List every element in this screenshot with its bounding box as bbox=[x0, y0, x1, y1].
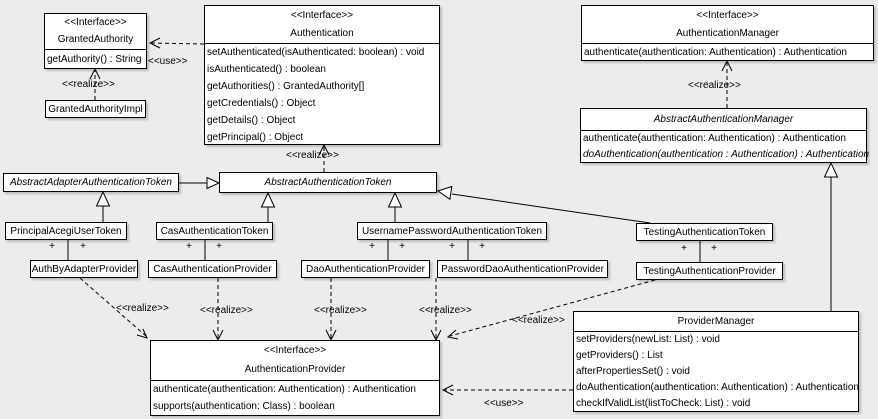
method-label: authenticate(authentication: Authenticat… bbox=[583, 133, 846, 144]
class-name: AuthenticationProvider bbox=[244, 364, 346, 375]
class-name: AbstractAuthenticationManager bbox=[653, 114, 794, 125]
realize-label: <<realize>> bbox=[688, 80, 741, 91]
class-name: PasswordDaoAuthenticationProvider bbox=[441, 263, 604, 275]
class-username-password-authentication-token[interactable]: UsernamePasswordAuthenticationToken bbox=[357, 222, 547, 240]
class-password-dao-authentication-provider[interactable]: PasswordDaoAuthenticationProvider bbox=[437, 260, 608, 278]
arrow-open-realize-ap-cas bbox=[212, 329, 224, 342]
assoc-plus: + bbox=[399, 241, 405, 252]
method-label: isAuthenticated() : boolean bbox=[207, 64, 326, 75]
arrow-open-realize-ap-dao bbox=[325, 329, 337, 342]
assoc-plus: + bbox=[49, 241, 55, 252]
arrow-triangle-token-testing bbox=[436, 185, 453, 201]
assoc-plus: + bbox=[80, 241, 86, 252]
method-label: checkIfValidList(listToCheck: List) : vo… bbox=[576, 398, 751, 409]
assoc-plus: + bbox=[711, 243, 717, 254]
class-name: TestingAuthenticationProvider bbox=[643, 265, 776, 277]
class-name: CasAuthenticationToken bbox=[160, 225, 269, 237]
class-abstract-authentication-token[interactable]: AbstractAuthenticationToken bbox=[219, 172, 437, 193]
stereotype-label: <<Interface>> bbox=[64, 17, 127, 28]
stereotype-label: <<Interface>> bbox=[696, 10, 759, 21]
class-testing-authentication-token[interactable]: TestingAuthenticationToken bbox=[636, 223, 773, 241]
class-cas-authentication-token[interactable]: CasAuthenticationToken bbox=[156, 222, 273, 240]
arrow-triangle-token-cas bbox=[260, 191, 276, 208]
arrow-open-use-grantedauthority bbox=[148, 37, 161, 49]
method-label: doAuthentication(authentication: Authent… bbox=[576, 382, 859, 393]
assoc-plus: + bbox=[681, 243, 687, 254]
method-label: afterPropertiesSet() : void bbox=[576, 366, 690, 377]
class-name: ProviderManager bbox=[677, 316, 755, 327]
realize-label: <<realize>> bbox=[512, 315, 565, 326]
stereotype-label: <<Interface>> bbox=[263, 345, 327, 356]
class-name: AuthByAdapterProvider bbox=[31, 263, 137, 275]
class-authentication[interactable]: <<Interface>> Authentication setAuthenti… bbox=[204, 5, 440, 145]
realize-label: <<realize>> bbox=[62, 79, 115, 90]
method-label: doAuthentication(authentication : Authen… bbox=[583, 149, 870, 160]
realize-label: <<realize>> bbox=[419, 305, 472, 316]
method-label: getDetails() : Object bbox=[207, 115, 296, 126]
use-label: <<use>> bbox=[148, 56, 188, 67]
class-name: CasAuthenticationProvider bbox=[153, 263, 272, 275]
assoc-plus: + bbox=[369, 241, 375, 252]
use-label: <<use>> bbox=[484, 398, 524, 409]
stereotype-label: <<Interface>> bbox=[290, 10, 354, 21]
class-name: AbstractAuthenticationToken bbox=[264, 177, 392, 188]
class-name: PrincipalAcegiUserToken bbox=[10, 225, 122, 237]
method-label: setProviders(newList: List) : void bbox=[576, 334, 720, 345]
arrow-triangle-abstractauthenticationtoken bbox=[206, 176, 221, 190]
arrow-open-realize-grantedauthority bbox=[89, 67, 101, 80]
assoc-plus: + bbox=[449, 241, 455, 252]
class-abstract-adapter-authentication-token[interactable]: AbstractAdapterAuthenticationToken bbox=[3, 173, 179, 192]
method-label: getProviders() : List bbox=[576, 350, 663, 361]
realize-label: <<realize>> bbox=[314, 305, 367, 316]
assoc-plus: + bbox=[216, 241, 222, 252]
class-authentication-provider[interactable]: <<Interface>> AuthenticationProvider aut… bbox=[150, 340, 440, 416]
class-name: GrantedAuthorityImpl bbox=[48, 103, 143, 115]
assoc-plus: + bbox=[186, 241, 192, 252]
class-name: GrantedAuthority bbox=[57, 34, 134, 45]
arrow-triangle-token-up bbox=[387, 191, 403, 208]
method-label: getPrincipal() : Object bbox=[207, 132, 304, 143]
class-auth-by-adapter-provider[interactable]: AuthByAdapterProvider bbox=[30, 260, 138, 278]
method-label: supports(authentication: Class) : boolea… bbox=[153, 401, 335, 412]
class-name: DaoAuthenticationProvider bbox=[306, 263, 425, 275]
class-granted-authority-impl[interactable]: GrantedAuthorityImpl bbox=[45, 100, 146, 118]
method-label: authenticate(authentication: Authenticat… bbox=[584, 47, 847, 58]
class-dao-authentication-provider[interactable]: DaoAuthenticationProvider bbox=[301, 260, 430, 278]
edge-gen-testingtoken bbox=[451, 193, 651, 224]
class-testing-authentication-provider[interactable]: TestingAuthenticationProvider bbox=[636, 262, 783, 280]
class-provider-manager[interactable]: ProviderManager setProviders(newList: Li… bbox=[573, 311, 859, 412]
realize-label: <<realize>> bbox=[286, 150, 339, 161]
realize-label: <<realize>> bbox=[200, 305, 253, 316]
method-label: getCredentials() : Object bbox=[207, 98, 316, 109]
class-granted-authority[interactable]: <<Interface>> GrantedAuthority getAuthor… bbox=[44, 13, 147, 69]
arrow-triangle-abstractmanager bbox=[823, 161, 839, 178]
arrow-open-realize-ap-testing bbox=[446, 329, 459, 340]
class-name: Authentication bbox=[290, 28, 354, 39]
arrow-open-realize-authenticationmanager bbox=[721, 59, 733, 72]
realize-label: <<realize>> bbox=[116, 303, 169, 314]
arrow-triangle-adapter-token bbox=[95, 190, 111, 207]
assoc-plus: + bbox=[479, 241, 485, 252]
method-label: getAuthority() : String bbox=[47, 54, 142, 65]
method-label: setAuthenticated(isAuthenticated: boolea… bbox=[207, 47, 425, 58]
arrow-open-use-ap bbox=[441, 384, 454, 396]
class-abstract-authentication-manager[interactable]: AbstractAuthenticationManager authentica… bbox=[580, 108, 870, 163]
class-principal-acegi-user-token[interactable]: PrincipalAcegiUserToken bbox=[5, 222, 127, 240]
class-cas-authentication-provider[interactable]: CasAuthenticationProvider bbox=[148, 260, 277, 278]
class-name: TestingAuthenticationToken bbox=[643, 226, 766, 238]
class-name: UsernamePasswordAuthenticationToken bbox=[361, 225, 543, 237]
arrow-open-realize-ap-pdao bbox=[430, 329, 442, 342]
class-name: AuthenticationManager bbox=[676, 28, 779, 39]
edge-use-authentication-grantedauthority bbox=[151, 42, 205, 45]
arrow-open-realize-ap-left bbox=[136, 328, 148, 339]
class-name: AbstractAdapterAuthenticationToken bbox=[10, 177, 172, 188]
class-authentication-manager[interactable]: <<Interface>> AuthenticationManager auth… bbox=[581, 5, 874, 61]
method-label: getAuthorities() : GrantedAuthority[] bbox=[207, 81, 365, 92]
method-label: authenticate(authentication: Authenticat… bbox=[153, 384, 416, 395]
